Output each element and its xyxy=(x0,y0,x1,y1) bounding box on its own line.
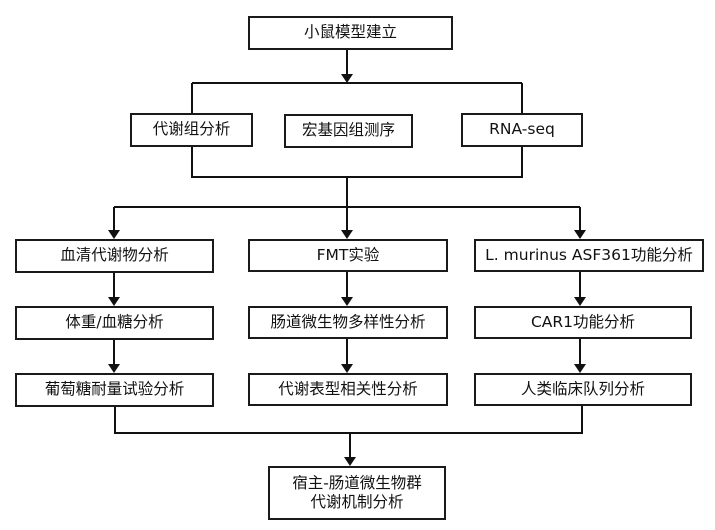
arrowhead-branch-left xyxy=(108,230,120,239)
node-label: 葡萄糖耐量试验分析 xyxy=(44,380,185,399)
node-metabolomics: 代谢组分析 xyxy=(130,113,253,147)
arrowhead-left-2 xyxy=(108,297,120,306)
node-label: RNA-seq xyxy=(489,120,555,139)
node-human-cohort: 人类临床队列分析 xyxy=(474,373,692,406)
arrowhead-branch-middle xyxy=(341,230,353,239)
node-phenotype-correlation: 代谢表型相关性分析 xyxy=(248,373,448,406)
node-label: 人类临床队列分析 xyxy=(520,379,645,398)
node-label-line2: 代谢机制分析 xyxy=(310,493,404,511)
node-label: CAR1功能分析 xyxy=(530,312,636,331)
arrowhead-root xyxy=(341,74,353,83)
node-metagenomics: 宏基因组测序 xyxy=(284,114,413,148)
node-weight-glucose: 体重/血糖分析 xyxy=(15,306,214,340)
node-label: 代谢表型相关性分析 xyxy=(278,379,418,398)
node-label: 血清代谢物分析 xyxy=(60,246,169,265)
node-label: L. murinus ASF361功能分析 xyxy=(485,245,693,264)
arrowhead-middle-3 xyxy=(341,364,353,373)
arrowhead-final xyxy=(344,457,356,466)
node-label-line1: 宿主-肠道微生物群 xyxy=(292,473,422,492)
node-fmt-experiment: FMT实验 xyxy=(248,239,448,272)
node-l-murinus-function: L. murinus ASF361功能分析 xyxy=(474,239,704,272)
node-rna-seq: RNA-seq xyxy=(461,113,583,147)
node-serum-metabolite: 血清代谢物分析 xyxy=(15,239,214,273)
arrowhead-right-3 xyxy=(574,364,586,373)
node-mouse-model: 小鼠模型建立 xyxy=(248,16,453,50)
node-label: 代谢组分析 xyxy=(152,120,231,139)
node-label: 小鼠模型建立 xyxy=(303,23,397,42)
node-glucose-tolerance: 葡萄糖耐量试验分析 xyxy=(15,373,214,407)
node-label: 肠道微生物多样性分析 xyxy=(270,312,426,331)
connector-merge-bus xyxy=(114,405,583,434)
node-label: 体重/血糖分析 xyxy=(65,313,164,332)
arrowhead-middle-2 xyxy=(341,297,353,306)
node-microbiome-diversity: 肠道微生物多样性分析 xyxy=(248,306,448,339)
node-car1-function: CAR1功能分析 xyxy=(474,306,692,339)
node-label: FMT实验 xyxy=(316,245,380,264)
arrowhead-right-2 xyxy=(574,297,586,306)
node-label: 宏基因组测序 xyxy=(301,121,395,140)
connector-omics-bottom-bus xyxy=(191,146,523,178)
arrowhead-left-3 xyxy=(108,364,120,373)
arrowhead-branch-right xyxy=(574,230,586,239)
node-host-microbiota-mechanism: 宿主-肠道微生物群 代谢机制分析 xyxy=(268,466,446,520)
